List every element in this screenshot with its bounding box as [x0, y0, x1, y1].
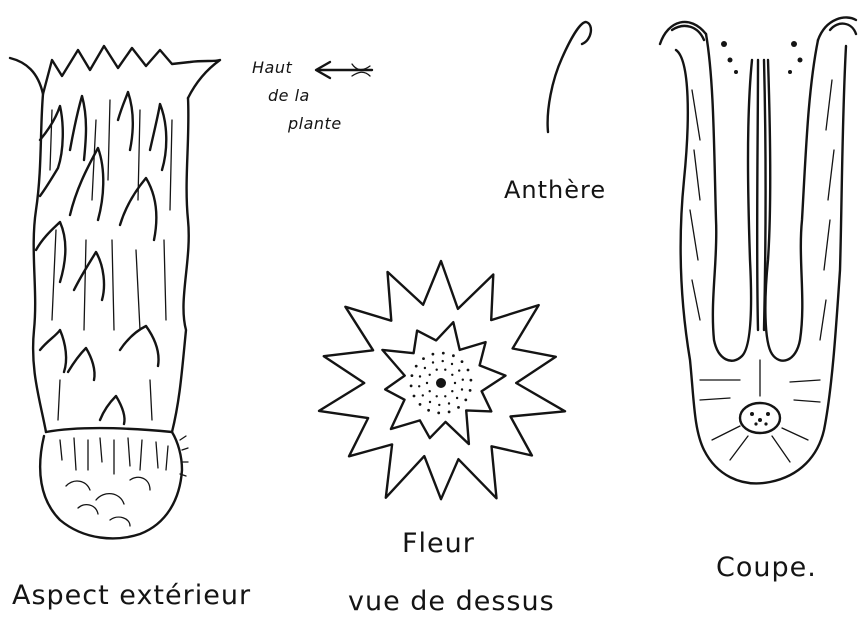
- flower-subtitle-label: vue de dessus: [348, 586, 555, 617]
- stamen-dot: [427, 409, 430, 412]
- stamen-dot: [451, 374, 453, 376]
- top-direction-arrow: [316, 62, 372, 78]
- section-label: Coupe.: [716, 552, 817, 583]
- stamen-dot: [413, 395, 416, 398]
- exterior-view-drawing: [10, 46, 220, 538]
- flower-top-view-drawing: [319, 261, 565, 499]
- stamen-dot: [429, 401, 431, 403]
- stamen-dot: [448, 411, 451, 414]
- stamen-dot: [419, 375, 421, 377]
- stamen-dot: [411, 374, 414, 377]
- stamen-dot: [442, 360, 444, 362]
- stamen-dot: [461, 388, 463, 390]
- top-note-line1: Haut: [252, 58, 292, 77]
- stamen-dot: [422, 357, 425, 360]
- stamen-dot: [451, 390, 453, 392]
- stamen-dot: [448, 402, 450, 404]
- stamen-dot: [451, 363, 453, 365]
- exterior-label: Aspect extérieur: [12, 580, 251, 611]
- stamen-dot: [432, 353, 435, 356]
- stamen-dot: [432, 361, 434, 363]
- stamen-dot: [429, 390, 431, 392]
- stamen-dot: [470, 379, 473, 382]
- stamen-dot: [458, 369, 460, 371]
- anther-label: Anthère: [504, 176, 606, 204]
- stamen-dot: [457, 406, 460, 409]
- stamen-dot: [436, 369, 438, 371]
- top-note-line3: plante: [288, 114, 342, 133]
- stamen-dot: [419, 403, 422, 406]
- stamen-dot: [461, 360, 464, 363]
- stamen-dot: [444, 395, 446, 397]
- anther-drawing: [548, 22, 591, 132]
- stamen-dot: [456, 397, 458, 399]
- stamen-dot: [442, 352, 445, 355]
- stamen-dot: [444, 369, 446, 371]
- stamen-dot: [415, 365, 418, 368]
- stamen-dot: [462, 379, 464, 381]
- section-view-drawing: [660, 17, 856, 483]
- flower-title-label: Fleur: [402, 528, 475, 559]
- stamen-dot: [410, 385, 413, 388]
- stamen-dot: [426, 382, 428, 384]
- stamen-dot: [418, 385, 420, 387]
- stamen-dot: [454, 382, 456, 384]
- stamen-dot: [424, 367, 426, 369]
- stamen-dot: [437, 412, 440, 415]
- stamen-dot: [429, 374, 431, 376]
- stamen-dot: [464, 399, 467, 402]
- stamen-dot: [422, 394, 424, 396]
- stamen-dot: [452, 354, 455, 357]
- stamen-dot: [469, 389, 472, 392]
- stamen-dot: [436, 395, 438, 397]
- top-note-line2: de la: [268, 86, 310, 105]
- stamen-dot: [438, 404, 440, 406]
- stamen-dot: [467, 369, 470, 372]
